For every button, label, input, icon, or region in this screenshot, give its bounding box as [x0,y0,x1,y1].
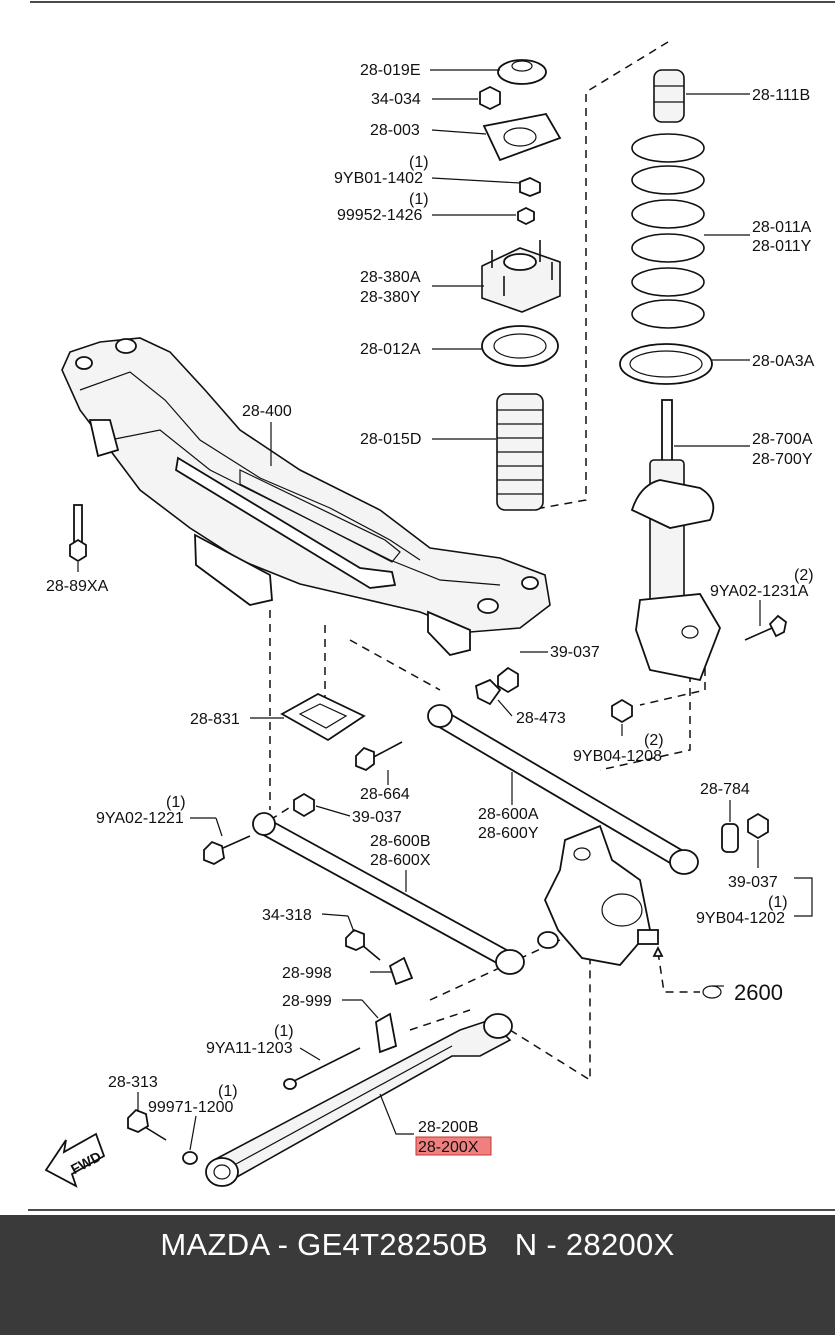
bolt-9ya11-1203-part [283,1047,361,1090]
label-9ya11-1203: 9YA11-1203 [206,1040,293,1057]
label-39-037-a: 39-037 [550,644,600,661]
label-39-037-c: 39-037 [728,874,778,891]
label-99971-1200: 99971-1200 [148,1099,234,1116]
label-qty-1-d: (1) [768,894,788,911]
label-qty-1-b: (1) [409,191,429,208]
label-28-019e: 28-019E [360,62,421,79]
label-9ya02-1231a: 9YA02-1231A [710,583,809,600]
label-28-111b: 28-111B [752,87,810,104]
bolt-34318-part [345,928,381,961]
crossmember-bolt-part [69,504,87,563]
label-28-015d: 28-015D [360,431,421,448]
label-34-034: 34-034 [371,91,421,108]
part-number-caption: MAZDA - GE4T28250B N - 28200X [160,1227,675,1262]
label-28-003: 28-003 [370,122,420,139]
plate-part [482,112,562,162]
label-28-998: 28-998 [282,965,332,982]
bump-cap-part [497,59,547,85]
label-28-380a: 28-380A [360,269,421,286]
coil-spring-part [631,133,705,329]
label-28-600b: 28-600B [370,833,431,850]
bolt-28313-part [127,1108,167,1141]
highlight-box [415,1136,492,1156]
label-28-600y: 28-600Y [478,825,539,842]
label-2600: 2600 [734,980,783,1005]
plate-28998-part [388,956,414,986]
label-28-89xa: 28-89XA [46,578,109,595]
nut-39037-a-part [497,666,519,694]
fwd-arrow-icon [44,1132,106,1188]
caption-bar: MAZDA - GE4T28250B N - 28200X [0,1215,835,1335]
crossmember-part [61,337,551,656]
bolt-28664-part [355,741,403,772]
label-qty-2-b: (2) [644,732,664,749]
label-39-037-b: 39-037 [352,809,402,826]
label-28-200x: 28-200X [418,1139,479,1156]
plate-28999-part [375,1012,398,1054]
label-28-0a3a: 28-0A3A [752,353,815,370]
leader-lines [77,69,761,1151]
bracket-28473-part [474,678,502,706]
label-99952-1426: 99952-1426 [337,207,423,224]
nut-part [479,85,501,111]
label-28-600x: 28-600X [370,852,431,869]
label-28-784: 28-784 [700,781,750,798]
label-qty-1-c: (1) [166,794,186,811]
nut-9yb04-1208-part [611,698,633,724]
spring-seat-part [481,325,559,367]
washer-99971-1200-part [182,1151,198,1165]
label-qty-2-a: (2) [794,567,814,584]
label-28-400: 28-400 [242,403,292,420]
lateral-link-28600a-part [427,704,699,875]
label-28-700a: 28-700A [752,431,813,448]
label-qty-1-e: (1) [274,1023,294,1040]
label-28-831: 28-831 [190,711,240,728]
label-9yb01-1402: 9YB01-1402 [334,170,423,187]
bolt-9ya02-1221-part [203,835,251,866]
spring-insulator-part [619,343,713,385]
plate-28831-part [280,692,366,742]
label-28-380y: 28-380Y [360,289,421,306]
nut-39037-b-part [293,792,315,818]
label-28-700y: 28-700Y [752,451,813,468]
label-28-999: 28-999 [282,993,332,1010]
label-qty-1-f: (1) [218,1083,238,1100]
washer-part [517,206,535,226]
shock-absorber-part [630,399,721,682]
strut-mount-part [481,240,561,313]
label-28-313: 28-313 [108,1074,158,1091]
bolt-9ya02-1231a-part [744,614,787,641]
label-28-664: 28-664 [360,786,410,803]
label-28-011a: 28-011A [752,219,812,236]
knuckle-part [537,824,659,966]
lateral-link-28600b-part [252,812,525,975]
dust-boot-part [496,393,544,511]
label-34-318: 34-318 [262,907,312,924]
part-labels: 28-019E 34-034 28-003 (1) 9YB01-1402 (1)… [46,62,815,1156]
label-28-473: 28-473 [516,710,566,727]
label-9ya02-1221: 9YA02-1221 [96,810,184,827]
nut-39037-c-part [747,812,769,840]
label-9yb04-1202: 9YB04-1202 [696,910,785,927]
trailing-link-28200x-part [205,1013,513,1187]
label-28-011y: 28-011Y [752,238,812,255]
bushing-28784-part [721,823,739,853]
bump-stop-part [653,69,685,123]
label-28-012a: 28-012A [360,341,421,358]
label-9yb04-1208: 9YB04-1208 [573,748,662,765]
label-qty-1-a: (1) [409,154,429,171]
label-28-200b: 28-200B [418,1119,479,1136]
label-28-600a: 28-600A [478,806,539,823]
exploded-parts-diagram: FWD [28,1,835,1211]
view-ref-icon [702,985,724,999]
washer-nut-part [519,177,541,197]
